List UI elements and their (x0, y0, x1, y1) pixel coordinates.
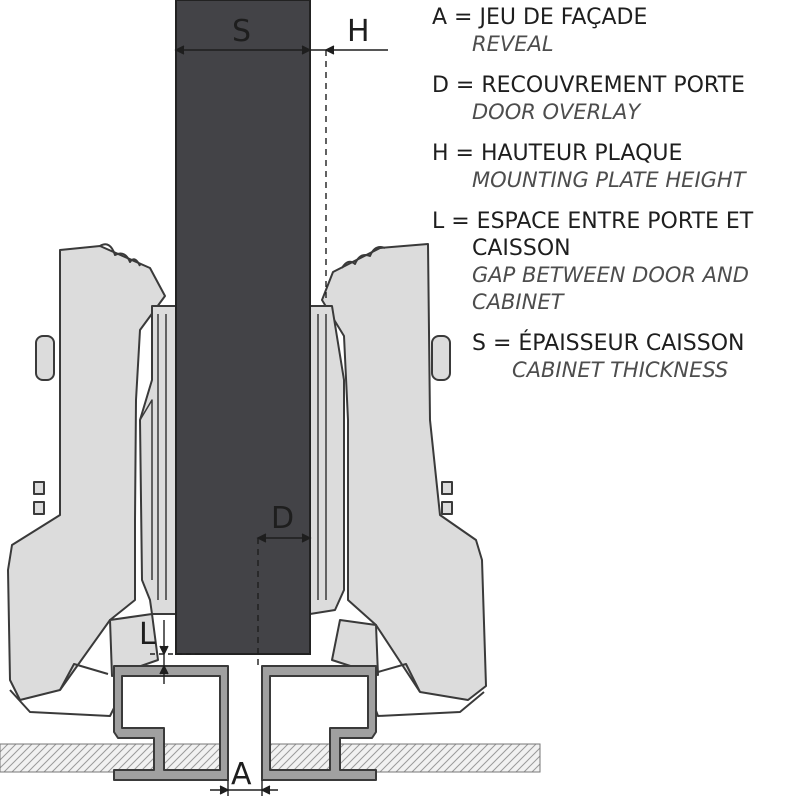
legend-l-en-line2: CABINET (472, 290, 564, 314)
hatched-base-left (0, 743, 226, 773)
dim-label-d: D (271, 501, 294, 536)
legend-l-fr-line2: CAISSON (472, 236, 571, 261)
legend-entry-s: S = ÉPAISSEUR CAISSON CABINET THICKNESS (432, 330, 798, 384)
legend-entry-a: A = JEU DE FAÇADE REVEAL (432, 4, 798, 58)
legend-l-en: GAP BETWEEN DOOR AND (472, 263, 749, 287)
legend-d-fr: D = RECOUVREMENT PORTE (432, 73, 745, 98)
legend-entry-d: D = RECOUVREMENT PORTE DOOR OVERLAY (432, 72, 798, 126)
cabinet-panel (175, 0, 311, 655)
left-hinge (7, 243, 177, 717)
legend: A = JEU DE FAÇADE REVEAL D = RECOUVREMEN… (432, 4, 798, 398)
legend-entry-h: H = HAUTEUR PLAQUE MOUNTING PLATE HEIGHT (432, 140, 798, 194)
dimension-lines (150, 45, 388, 796)
legend-entry-l: L = ESPACE ENTRE PORTE ET CAISSON GAP BE… (432, 208, 798, 316)
legend-s-fr: S = ÉPAISSEUR CAISSON (472, 331, 745, 356)
hatched-base-right (261, 743, 541, 773)
legend-h-fr: H = HAUTEUR PLAQUE (432, 141, 683, 166)
dim-label-l: L (139, 617, 156, 652)
dim-label-s: S (232, 14, 251, 49)
right-door-profile (261, 665, 377, 781)
legend-l-fr: L = ESPACE ENTRE PORTE ET (432, 209, 754, 234)
legend-s-en: CABINET THICKNESS (512, 358, 729, 382)
legend-a-en: REVEAL (472, 32, 554, 56)
legend-h-en: MOUNTING PLATE HEIGHT (472, 168, 746, 192)
dim-label-h: H (347, 14, 370, 49)
dim-label-a: A (231, 757, 252, 792)
right-hinge (309, 243, 487, 717)
legend-d-en: DOOR OVERLAY (472, 100, 641, 124)
left-door-profile (113, 665, 229, 781)
legend-a-fr: A = JEU DE FAÇADE (432, 5, 648, 30)
